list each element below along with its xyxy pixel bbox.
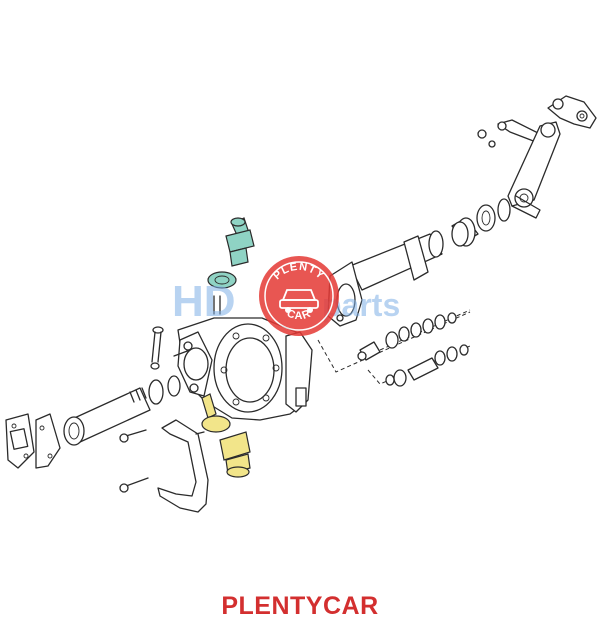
valve-parts-lower [385, 344, 469, 387]
valve-parts-upper [357, 312, 457, 361]
car-icon [279, 289, 319, 313]
plentycar-seal: PLENTY CAR [259, 256, 339, 336]
teal-fitting [207, 217, 255, 315]
seal-bottom-text: CAR [285, 307, 313, 322]
upper-link-assembly [477, 95, 597, 219]
svg-text:CAR: CAR [285, 307, 313, 322]
vertical-bolt [150, 326, 164, 370]
left-shaft [63, 375, 181, 446]
exploded-parts-diagram: HD parts PLENTY CAR [5, 95, 597, 513]
axle-tube [327, 230, 444, 327]
watermark-hd-text: HD [172, 277, 236, 326]
footer-brand-text: PLENTYCAR [221, 592, 379, 620]
bracket-strap [157, 419, 209, 513]
axle-bushings [451, 198, 511, 247]
small-bolts [119, 429, 149, 493]
yellow-fitting [201, 393, 251, 478]
left-end-plates [5, 413, 61, 469]
